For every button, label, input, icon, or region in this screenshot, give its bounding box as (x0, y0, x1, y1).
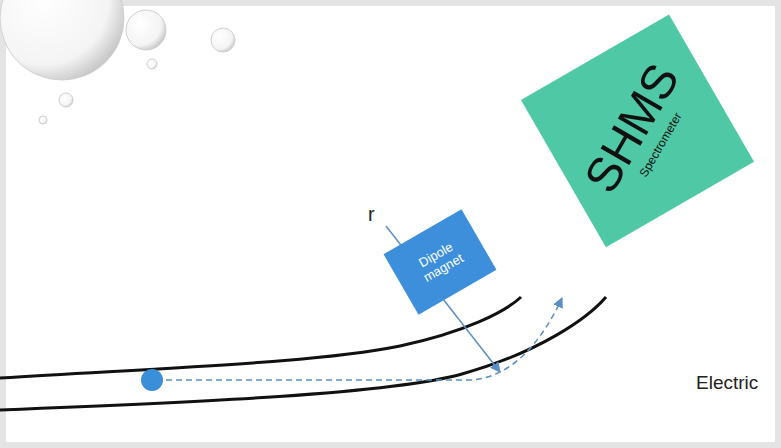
node-title: Dipole magnet (402, 232, 478, 293)
beam-pipe-lower (0, 297, 606, 410)
radius-label: r (368, 203, 375, 226)
water-drops (0, 0, 235, 124)
particle-trajectory (166, 298, 562, 380)
beam-pipe-upper (0, 297, 521, 378)
particle (141, 369, 163, 391)
side-label: Electric (696, 372, 758, 394)
